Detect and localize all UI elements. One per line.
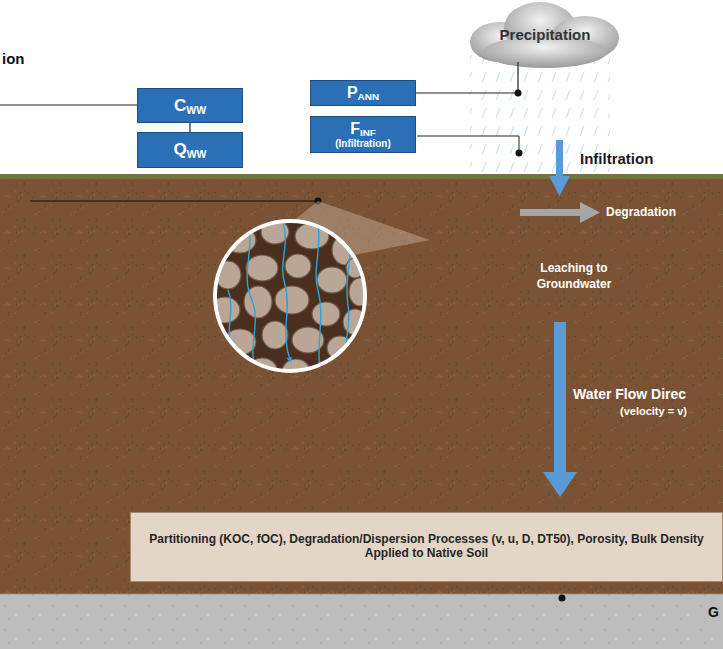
node-sublabel: (Infiltration) [335,138,391,149]
infiltration-arrow [549,140,570,196]
node-label: Precipitation [500,26,591,43]
grass-line [0,174,723,179]
symbol-subscript: WW [187,148,207,160]
precipitation-cloud: Precipitation [470,4,620,66]
connector-dot [515,90,522,97]
leader-line [0,105,137,106]
connector-line [189,123,190,132]
layer-boundary [0,594,723,595]
parameter-box: QWW [137,132,243,168]
diagram-label: G [708,604,719,620]
symbol-letter: F [350,120,360,137]
diagram-label: Water Flow Direc [573,386,686,402]
parameter-box: FINF(Infiltration) [310,116,416,153]
process-box: Partitioning (KOC, fOC), Degradation/Dis… [130,512,723,582]
degradation-arrow [520,202,600,223]
diagram-label: (velocity = v) [620,405,687,417]
node-label: FINF [350,120,376,139]
symbol-letter: P [347,84,358,101]
symbol-letter: C [174,96,186,115]
symbol-subscript: INF [360,127,376,138]
leader-line [30,200,318,201]
leader-dot [516,150,523,157]
connector-line [416,62,518,93]
symbol-subscript: ANN [358,91,379,102]
node-label: QWW [173,140,206,160]
symbol-subscript: WW [186,103,206,115]
diagram-label: Degradation [606,205,676,219]
diagram-label: ion [2,50,25,67]
cloud-shape [470,2,619,68]
diagram-label: Leaching to Groundwater [524,261,624,292]
node-label: CWW [174,96,206,116]
water-flow-arrow [543,322,577,497]
node-label: Partitioning (KOC, fOC), Degradation/Dis… [141,533,712,561]
groundwater-layer [0,594,723,649]
pore-zoom [210,220,371,385]
node-label: PANN [347,84,379,103]
diagram-label: Infiltration [580,150,653,167]
parameter-box: CWW [137,88,243,123]
parameter-box: PANN [310,80,416,106]
leader-line [417,136,519,152]
groundwater-dot [559,595,566,602]
sky [0,0,723,178]
symbol-letter: Q [173,140,186,159]
soil-layer [0,178,723,594]
